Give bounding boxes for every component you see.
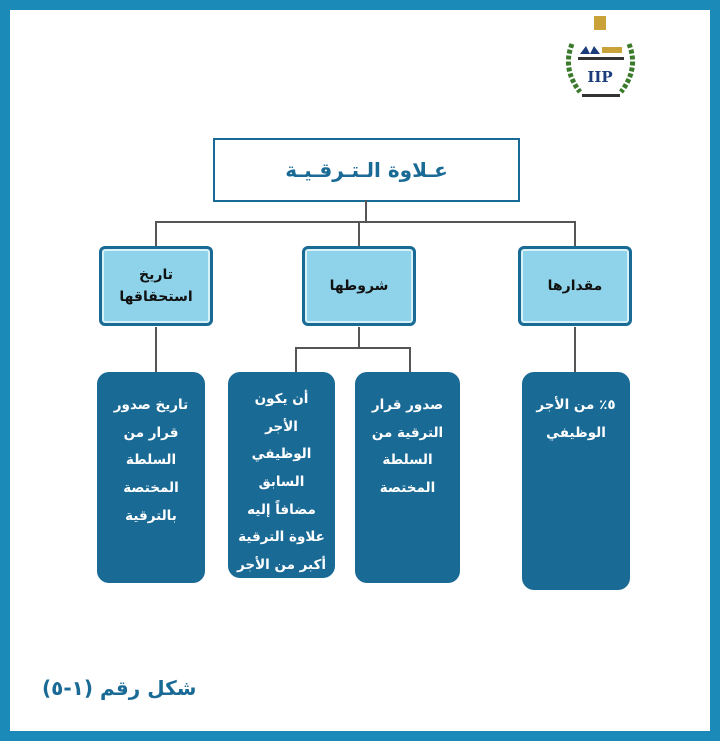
connector xyxy=(295,347,297,373)
connector xyxy=(574,327,576,373)
detail-text: صدور قرار الترقية من السلطة المختصة xyxy=(371,397,444,497)
connector xyxy=(358,327,360,348)
connector xyxy=(155,221,157,247)
node-label: تاريخ استحقاقها xyxy=(119,266,193,305)
root-label: عـلاوة الـتـرقـيـة xyxy=(285,158,448,182)
connector xyxy=(574,221,576,247)
connector xyxy=(295,347,411,349)
detail-text: أن يكون الأجر الوظيفي السابق مضافاً إليه… xyxy=(236,391,327,657)
figure-caption: شكل رقم (١-٥) xyxy=(42,676,197,700)
figure-frame xyxy=(10,10,710,731)
node-label: مقدارها xyxy=(547,277,603,294)
detail-text: ٥٪ من الأجر الوظيفي xyxy=(536,397,616,441)
detail-text: تاريخ صدور قرار من السلطة المختصة بالترق… xyxy=(113,397,189,524)
iip-logo: IIP xyxy=(558,14,643,109)
detail-entitlement-date: تاريخ صدور قرار من السلطة المختصة بالترق… xyxy=(97,372,205,583)
connector xyxy=(155,221,576,223)
detail-condition-decision: صدور قرار الترقية من السلطة المختصة xyxy=(355,372,460,583)
node-label: شروطها xyxy=(329,277,389,294)
connector xyxy=(155,327,157,373)
root-node: عـلاوة الـتـرقـيـة xyxy=(213,138,520,202)
connector xyxy=(358,221,360,247)
node-amount: مقدارها xyxy=(518,246,632,326)
connector xyxy=(365,200,367,222)
node-entitlement-date: تاريخ استحقاقها xyxy=(99,246,213,326)
detail-amount: ٥٪ من الأجر الوظيفي xyxy=(522,372,630,590)
svg-text:IIP: IIP xyxy=(587,68,612,86)
connector xyxy=(409,347,411,373)
detail-condition-salary: أن يكون الأجر الوظيفي السابق مضافاً إليه… xyxy=(228,372,335,656)
node-conditions: شروطها xyxy=(302,246,416,326)
